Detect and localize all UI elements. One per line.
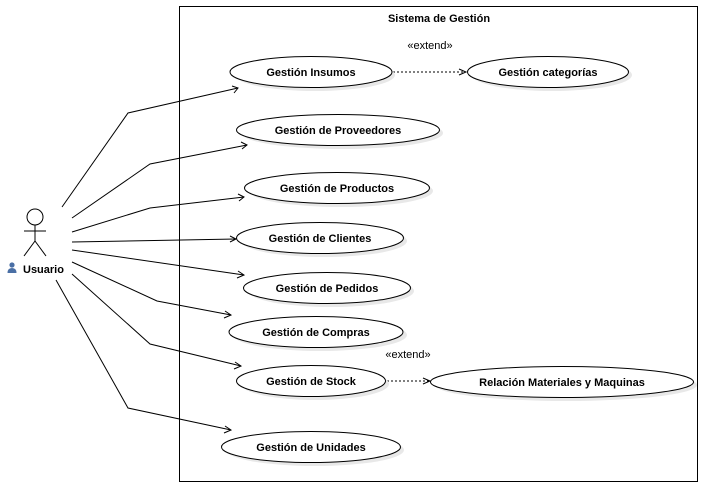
actor-usuario [23,208,47,257]
user-icon [7,262,17,273]
extend-insumos-categorias: «extend» [393,40,468,76]
use-case-unidades: Gestión de Unidades [221,431,404,466]
use-case-relacion: Relación Materiales y Maquinas [430,366,697,401]
svg-text:Gestión categorías: Gestión categorías [498,67,597,79]
use-case-compras: Gestión de Compras [228,316,407,351]
svg-text:Gestión de Stock: Gestión de Stock [266,376,357,388]
svg-text:Gestión de Unidades: Gestión de Unidades [256,442,365,454]
associations [55,85,248,434]
use-case-stock: Gestión de Stock [236,365,389,400]
assoc-clientes [71,238,237,243]
use-case-proveedores: Gestión de Proveedores [236,114,443,149]
svg-text:Gestión de Clientes: Gestión de Clientes [269,233,372,245]
assoc-productos [71,196,245,233]
svg-text:Gestión Insumos: Gestión Insumos [266,67,355,79]
svg-text:Gestión de Pedidos: Gestión de Pedidos [276,283,379,295]
use-case-pedidos: Gestión de Pedidos [243,272,414,307]
assoc-unidades [55,279,232,431]
svg-text:Gestión de Compras: Gestión de Compras [262,327,370,339]
actor-label: Usuario [23,264,64,276]
svg-text:Gestión de Productos: Gestión de Productos [280,183,394,195]
use-case-categorias: Gestión categorías [467,56,632,91]
use-case-productos: Gestión de Productos [244,172,433,207]
svg-text:Relación Materiales y Maquinas: Relación Materiales y Maquinas [479,377,645,389]
svg-text:Gestión de Proveedores: Gestión de Proveedores [275,125,402,137]
assoc-stock [71,273,242,367]
system-title: Sistema de Gestión [388,13,490,25]
assoc-compras [71,261,232,316]
extend-stock-relacion: «extend» [385,349,432,385]
extend-label-1: «extend» [407,40,452,52]
assoc-insumos [61,87,239,208]
assoc-pedidos [71,249,245,276]
assoc-proveedores [71,144,248,219]
use-case-insumos: Gestión Insumos [229,56,395,91]
use-case-clientes: Gestión de Clientes [236,222,407,257]
extend-label-2: «extend» [385,349,430,361]
